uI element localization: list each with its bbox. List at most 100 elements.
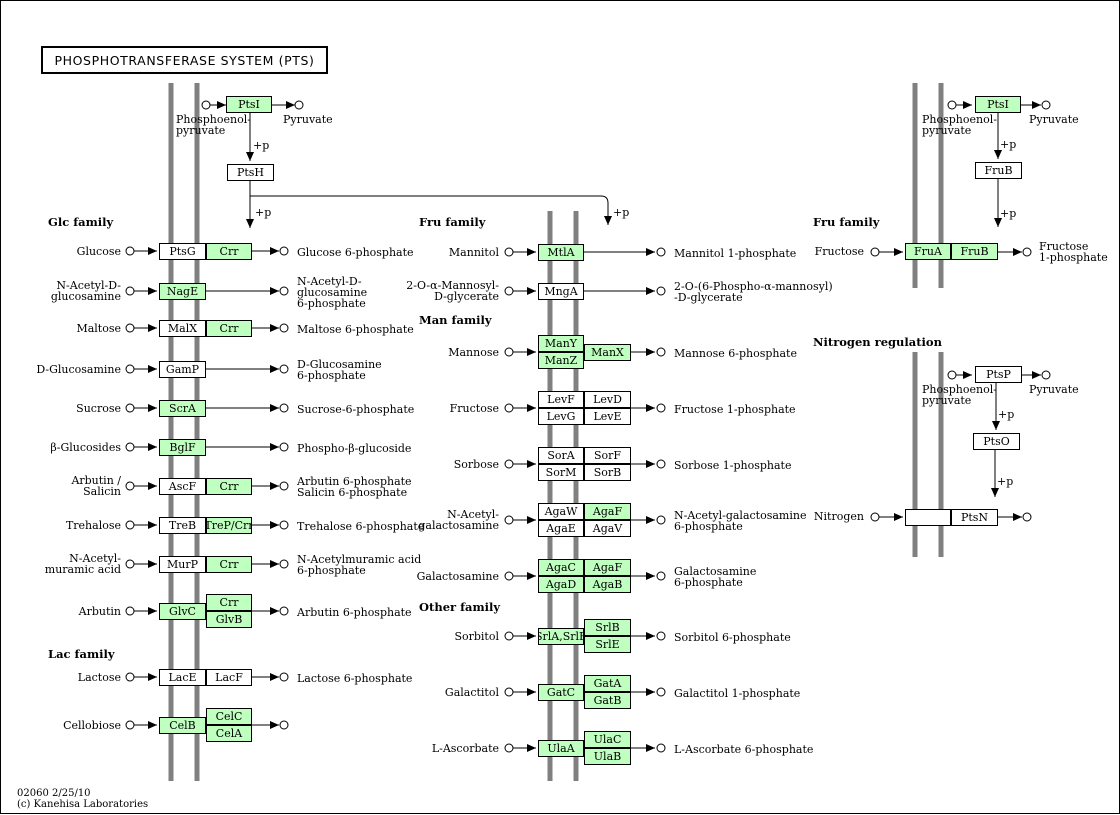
gene-box[interactable]: LevG [538,408,584,425]
gene-box[interactable]: AgaD [538,576,584,593]
compound-label: Trehalose [65,518,121,532]
gene-box[interactable]: AgaF [584,559,631,576]
compound-label: N-Acetyl- [69,552,121,565]
gene-box[interactable]: AscF [159,478,206,495]
gene-box[interactable]: PtsI [226,96,272,113]
gene-box[interactable]: AgaF [584,503,631,520]
compound-label: D-Glucosamine [297,358,382,371]
copyright: (c) Kanehisa Laboratories [17,799,149,810]
gene-box[interactable]: UlaA [538,740,584,757]
gene-box[interactable]: AgaV [584,520,631,537]
gene-box[interactable]: MalX [159,320,206,337]
compound-node [125,606,135,616]
gene-box[interactable]: LevF [538,391,584,408]
gene-box[interactable]: CelC [206,708,252,725]
gene-box[interactable]: SrlB [584,619,631,636]
gene-box[interactable]: ManY [538,335,584,352]
gene-box[interactable]: ScrA [159,400,206,417]
gene-box[interactable]: PtsH [227,164,274,181]
gene-box[interactable]: SrlE [584,636,631,653]
gene-box[interactable]: MngA [538,283,584,300]
compound-node [870,247,880,257]
gene-box[interactable]: GlvC [159,603,206,620]
edge [250,195,612,225]
compound-node [125,720,135,730]
gene-box[interactable]: TreB [159,517,206,534]
gene-box[interactable]: SorB [584,464,631,481]
compound-label: pyruvate [176,124,226,137]
compound-label: β-Glucosides [50,440,121,454]
compound-label: N-Acetyl-D- [297,274,362,288]
gene-box[interactable]: PtsG [159,243,206,260]
compound-label: Maltose [76,321,121,335]
compound-node [1041,100,1051,110]
gene-box[interactable]: MtlA [538,244,584,261]
compound-node [504,403,514,413]
compound-node [125,286,135,296]
gene-box[interactable]: MurP [159,556,206,573]
gene-box[interactable]: PtsN [951,509,998,526]
gene-box[interactable]: Crr [206,478,252,495]
gene-box[interactable]: SorM [538,464,584,481]
gene-box[interactable]: UlaC [584,731,631,748]
gene-box[interactable]: AgaW [538,503,584,520]
gene-box[interactable]: SorF [584,447,631,464]
gene-box[interactable]: GatC [538,684,584,701]
gene-box[interactable]: CelB [159,717,206,734]
compound-node [656,687,666,697]
gene-box[interactable]: PtsP [975,366,1022,383]
gene-box[interactable]: FruA [905,243,951,260]
compound-label: Galactitol [444,685,499,699]
compound-label: Sorbitol 6-phosphate [674,630,791,644]
compound-node [279,481,289,491]
compound-label: Trehalose 6-phosphate [297,519,425,533]
gene-box[interactable]: AgaE [538,520,584,537]
compound-label: Fructose 1-phosphate [674,402,796,416]
membrane-line [912,83,918,288]
compound-label: 6-phosphate [297,296,366,310]
gene-box[interactable]: GamP [159,361,206,378]
compound-node [504,571,514,581]
compound-node [279,520,289,530]
gene-box[interactable]: LacF [206,669,252,686]
compound-node [294,100,304,110]
gene-box[interactable]: LevD [584,391,631,408]
gene-box[interactable]: FruB [951,243,998,260]
gene-box[interactable]: GatB [584,692,631,709]
gene-box[interactable]: Crr [206,320,252,337]
compound-label: Pyruvate [283,113,333,126]
compound-label: Glucose [76,244,121,258]
gene-box[interactable]: LevE [584,408,631,425]
gene-box[interactable]: Crr [206,594,252,611]
gene-box[interactable]: Crr [206,556,252,573]
gene-box[interactable]: FruB [975,162,1022,179]
gene-box[interactable]: AgaB [584,576,631,593]
gene-box-empty[interactable] [905,509,951,526]
compound-label: Nitrogen [813,510,864,523]
gene-box[interactable]: LacE [159,669,206,686]
gene-box[interactable]: PtsO [973,433,1020,450]
gene-box[interactable]: TreP/Crr [206,517,252,534]
gene-box[interactable]: Crr [206,243,252,260]
membrane-line [573,211,579,781]
gene-box[interactable]: SrlA,SrlE [538,628,584,645]
gene-box[interactable]: GlvB [206,611,252,628]
compound-node [947,370,957,380]
gene-box[interactable]: NagE [159,283,206,300]
gene-box[interactable]: ManX [584,344,631,361]
gene-box[interactable]: GatA [584,675,631,692]
gene-box[interactable]: BglF [159,439,206,456]
gene-box[interactable]: PtsI [975,96,1021,113]
compound-label: Mannose [448,345,499,359]
compound-label: Phosphoenol- [922,113,997,126]
gene-box[interactable]: AgaC [538,559,584,576]
gene-box[interactable]: ManZ [538,352,584,369]
compound-node [1041,370,1051,380]
compound-node [504,247,514,257]
gene-box[interactable]: UlaB [584,748,631,765]
gene-box[interactable]: SorA [538,447,584,464]
compound-label: 6-phosphate [674,520,743,533]
compound-node [125,403,135,413]
gene-box[interactable]: CelA [206,725,252,742]
compound-label: Phospho-β-glucoside [297,441,412,455]
